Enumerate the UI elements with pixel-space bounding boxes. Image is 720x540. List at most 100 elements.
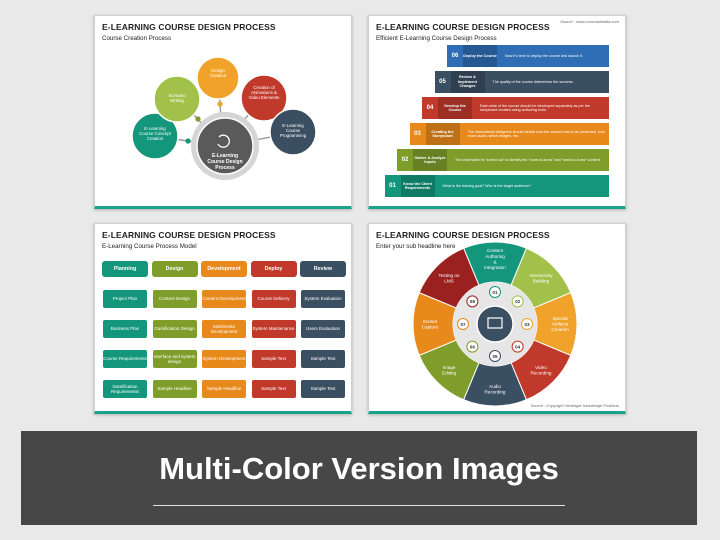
slide-subtitle: Course Creation Process: [102, 35, 172, 42]
segment-number-badge: [466, 295, 479, 308]
segment-label: Image: [443, 365, 456, 370]
segment-label: Audio: [489, 384, 501, 389]
column-header: Planning: [102, 261, 148, 277]
process-cell: System Evaluation: [301, 290, 345, 308]
slide-thumbnail-course-creation[interactable]: E-LEARNING COURSE DESIGN PROCESS Course …: [94, 15, 352, 209]
process-cell: Gamification Design: [152, 320, 197, 338]
segment-label: Recording: [530, 370, 551, 375]
step-number: 05: [439, 79, 446, 85]
segment-label: Recording: [485, 389, 506, 394]
process-cell: Sample Headline: [152, 380, 197, 398]
node-design-creation: [196, 56, 240, 100]
segment-number-badge: [511, 295, 524, 308]
slide-subtitle: Enter your sub headline here: [376, 243, 456, 250]
node-label-programming: E-Learning Course Programming: [279, 123, 307, 139]
node-label-animations: Creation of Animations & Video Elements: [248, 85, 280, 101]
slide-title: E-LEARNING COURSE DESIGN PROCESS: [102, 230, 276, 240]
process-cell: Content Design: [152, 290, 197, 308]
process-cell: Sample Text: [251, 350, 296, 368]
step-number: 02: [401, 157, 409, 163]
center-label: E-Learning Course Design Process: [207, 153, 243, 171]
segment-number: 06: [470, 344, 476, 349]
segment-label: Testing on: [439, 273, 460, 278]
process-cell: Users Evaluation: [301, 320, 345, 338]
segment-number: 03: [524, 322, 530, 327]
segment-number-badge: [457, 318, 469, 330]
process-step: 01 Know the Client Requirements What is th…: [384, 175, 609, 197]
segment-number-badge: [511, 340, 524, 353]
slide-thumbnail-process-model[interactable]: E-LEARNING COURSE DESIGN PROCESS E-Learn…: [94, 223, 352, 414]
banner-divider: [153, 505, 565, 506]
node-scenario: [153, 75, 201, 123]
process-cell: Course Requirements: [103, 350, 147, 368]
process-cell: Content Development: [202, 290, 246, 308]
step-label: Creating the Storyboard: [425, 123, 460, 145]
segment-label: Capture: [422, 324, 439, 329]
segment-label: Artifacts: [552, 322, 569, 327]
segment-label: LMS: [444, 278, 453, 283]
process-cell: Course Delivery: [251, 290, 296, 308]
segment-number: 02: [515, 299, 521, 304]
node-programming: [269, 108, 317, 156]
segment-number-badge: [489, 350, 501, 362]
process-step: 06 Deploy the Course Now it's time to depl…: [447, 45, 609, 67]
node-label-design: Design Creation: [209, 68, 227, 79]
step-description: What is the training goal? Who is the ta…: [442, 183, 532, 188]
section-banner: Multi-Color Version Images: [21, 431, 697, 525]
slide-subtitle: E-Learning Course Process Model: [102, 243, 197, 250]
segment-number-badge: [489, 286, 501, 298]
slide-thumbnail-wheel[interactable]: E-LEARNING COURSE DESIGN PROCESS Enter y…: [368, 223, 626, 414]
step-label: Review & Implement Changes: [450, 71, 485, 93]
segment-label: Content: [487, 248, 504, 253]
segment-label: Video: [535, 365, 547, 370]
source-note: Source : Copyright Verbinger knowledge P…: [530, 403, 619, 408]
process-cell: Sample Text: [301, 350, 345, 368]
step-description: Now it's time to deploy the course and l…: [505, 53, 583, 58]
process-cell: Project Plan: [103, 290, 147, 308]
node-animations: [240, 74, 288, 122]
slide-thumbnail-efficient-process[interactable]: E-LEARNING COURSE DESIGN PROCESS Efficie…: [368, 15, 626, 209]
step-label: Know the Client Requirements: [400, 175, 435, 197]
refresh-icon: [217, 134, 230, 148]
course-creation-diagram: [131, 56, 317, 180]
segment-label: Interactivity: [529, 273, 553, 278]
process-cell: Gamification Requirements: [103, 380, 147, 398]
process-cell: Sample Text: [301, 380, 345, 398]
segment-number-badge: [521, 318, 533, 330]
step-description: The instructional designers should decid…: [467, 129, 605, 138]
segment-label: Special: [552, 316, 567, 321]
step-label: Deploy the Course: [463, 45, 497, 67]
node-label-concept: E-Learning Course Concept Creation: [139, 126, 171, 142]
slide-title: E-LEARNING COURSE DESIGN PROCESS: [376, 230, 550, 240]
segment-number: 04: [515, 344, 521, 349]
slide-subtitle: Efficient E-Learning Course Design Proce…: [376, 35, 497, 42]
column-header: Design: [151, 261, 198, 277]
segment-number: 05: [492, 354, 498, 359]
step-number: 03: [414, 131, 421, 137]
step-description: The information is "sorted out" to ident…: [455, 157, 601, 162]
process-cell: Sample Headline: [202, 380, 246, 398]
center-node: [196, 117, 254, 175]
column-header: Development: [201, 261, 247, 277]
process-step: 03 Creating the Storyboard The instruction…: [409, 123, 609, 145]
step-number: 06: [451, 53, 459, 59]
process-cell: System Maintenance: [251, 320, 296, 338]
step-number: 04: [426, 105, 434, 111]
segment-label: Creation: [551, 327, 569, 332]
step-label: Develop the Course: [438, 97, 472, 119]
node-concept: [131, 112, 179, 160]
segment-number: 01: [492, 290, 498, 295]
monitor-icon: [487, 317, 503, 329]
step-label: Gather & Analyze Inputs: [413, 149, 447, 171]
slide-title: E-LEARNING COURSE DESIGN PROCESS: [102, 22, 276, 32]
step-number: 01: [389, 183, 396, 189]
process-cell: System Development: [202, 350, 246, 368]
process-cell: Sample Text: [251, 380, 296, 398]
process-step: 02 Gather & Analyze Inputs The information…: [397, 149, 609, 171]
segment-label: Editing: [442, 370, 456, 375]
segment-label: Building: [533, 278, 550, 283]
slide-title: E-LEARNING COURSE DESIGN PROCESS: [376, 22, 550, 32]
segment-number-badge: [466, 340, 479, 353]
